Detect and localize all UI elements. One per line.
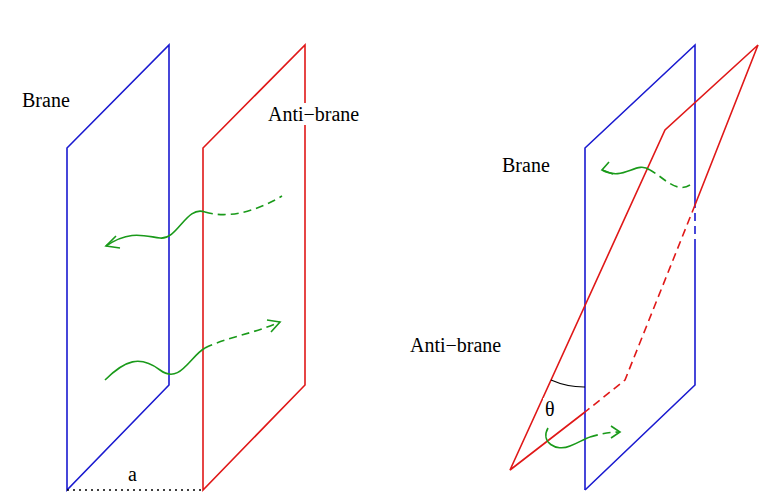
open-string — [650, 170, 690, 187]
open-string — [105, 348, 205, 380]
brane-plane — [67, 45, 169, 490]
anti-brane-plane-hidden — [585, 205, 695, 412]
angle-label: θ — [543, 398, 557, 420]
anti-brane-label: Anti−brane — [408, 334, 503, 356]
open-string — [106, 211, 205, 246]
anti-brane-plane — [510, 45, 758, 470]
anti-brane-label: Anti−brane — [266, 103, 361, 125]
string-arrowhead — [602, 162, 613, 174]
brane-plane — [585, 245, 695, 490]
open-string — [205, 322, 280, 348]
open-string — [546, 428, 590, 448]
string-arrowhead — [106, 236, 120, 248]
open-string — [205, 196, 282, 215]
distance-label: a — [126, 463, 139, 485]
brane-label: Brane — [20, 89, 72, 111]
string-arrowhead — [611, 426, 620, 438]
string-arrowhead — [267, 320, 280, 332]
brane-label: Brane — [500, 154, 552, 176]
separation-line — [67, 489, 203, 490]
angle-arc — [551, 380, 585, 387]
